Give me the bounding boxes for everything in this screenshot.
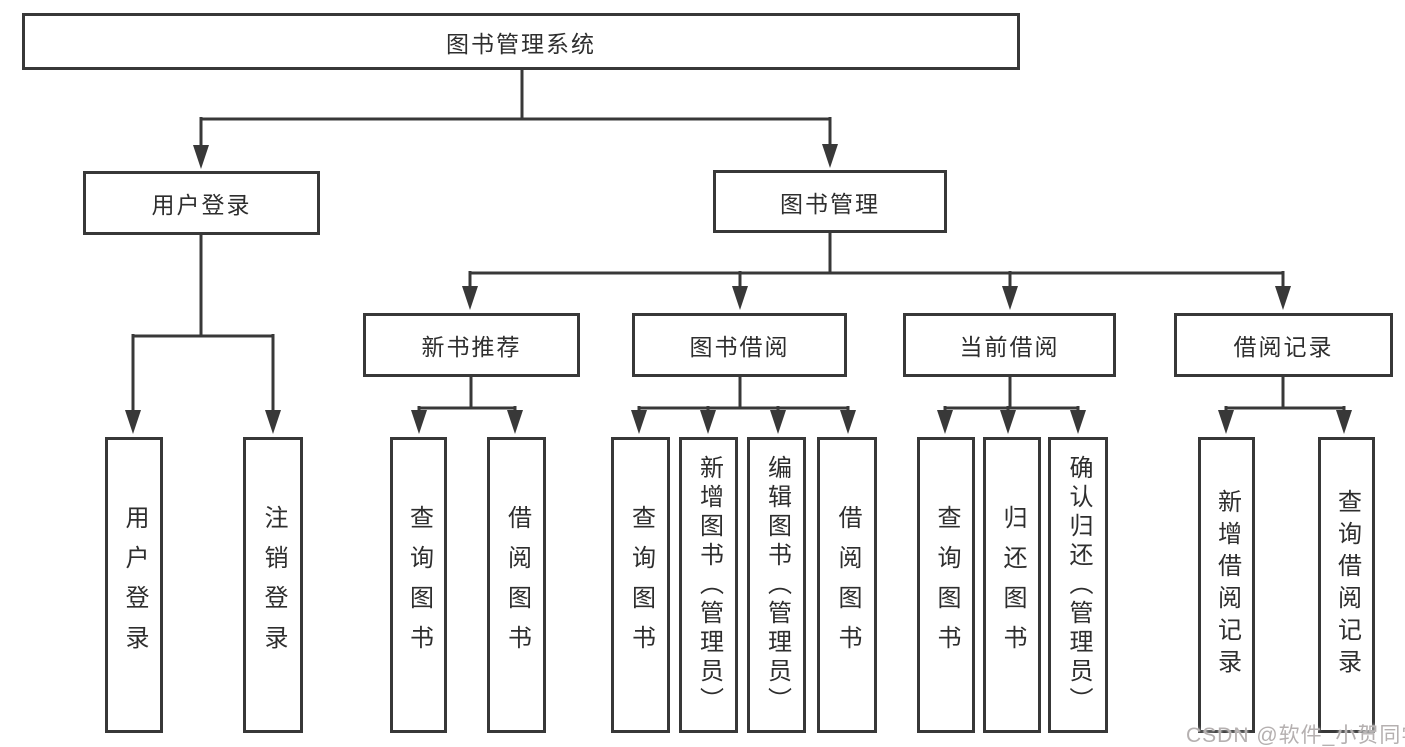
leaf-user-login: 用户登录 — [105, 437, 163, 733]
leaf-edit-book-admin: 编辑图书（管理员） — [747, 437, 806, 733]
node-new-book-recommendation: 新书推荐 — [363, 313, 580, 377]
node-label: 借阅图书 — [503, 505, 531, 665]
node-label: 借阅图书 — [834, 505, 861, 665]
node-current-borrowing: 当前借阅 — [903, 313, 1116, 377]
node-book-management: 图书管理 — [713, 170, 947, 233]
leaf-search-books-3: 查询图书 — [917, 437, 975, 733]
leaf-borrow-books-2: 借阅图书 — [817, 437, 877, 733]
leaf-return-books: 归还图书 — [983, 437, 1041, 733]
leaf-logout: 注销登录 — [243, 437, 303, 733]
node-label: 新增图书（管理员） — [695, 454, 723, 716]
node-label: 图书借阅 — [689, 334, 790, 360]
node-label: 查询图书 — [405, 505, 433, 665]
node-label: 查询借阅记录 — [1333, 489, 1361, 681]
node-label: 编辑图书（管理员） — [763, 454, 791, 716]
node-label: 图书管理 — [780, 190, 880, 217]
node-book-borrowing: 图书借阅 — [632, 313, 847, 377]
leaf-borrow-books: 借阅图书 — [487, 437, 546, 733]
node-label: 归还图书 — [999, 505, 1026, 665]
node-label: 查询图书 — [627, 505, 655, 665]
node-user-login: 用户登录 — [83, 171, 320, 235]
node-library-management-system: 图书管理系统 — [22, 13, 1020, 70]
node-label: 查询图书 — [933, 505, 960, 665]
node-label: 用户登录 — [151, 192, 252, 218]
leaf-confirm-return-admin: 确认归还（管理员） — [1048, 437, 1108, 733]
node-label: 新增借阅记录 — [1213, 489, 1241, 681]
node-label: 确认归还（管理员） — [1065, 454, 1092, 716]
node-label: 图书管理系统 — [446, 30, 596, 57]
node-label: 新书推荐 — [421, 334, 522, 360]
node-borrowing-records: 借阅记录 — [1174, 313, 1393, 377]
node-label: 用户登录 — [121, 505, 148, 665]
arrowhead-icons — [125, 144, 1352, 434]
leaf-search-books-2: 查询图书 — [611, 437, 670, 733]
node-label: 借阅记录 — [1233, 334, 1334, 360]
leaf-add-borrow-record: 新增借阅记录 — [1198, 437, 1255, 733]
watermark-csdn: CSDN @软件_小贺同学 — [1186, 724, 1405, 747]
leaf-add-book-admin: 新增图书（管理员） — [679, 437, 738, 733]
node-label: 注销登录 — [260, 505, 287, 665]
leaf-search-borrow-record: 查询借阅记录 — [1318, 437, 1375, 733]
leaf-search-books: 查询图书 — [390, 437, 447, 733]
node-label: 当前借阅 — [959, 334, 1060, 360]
